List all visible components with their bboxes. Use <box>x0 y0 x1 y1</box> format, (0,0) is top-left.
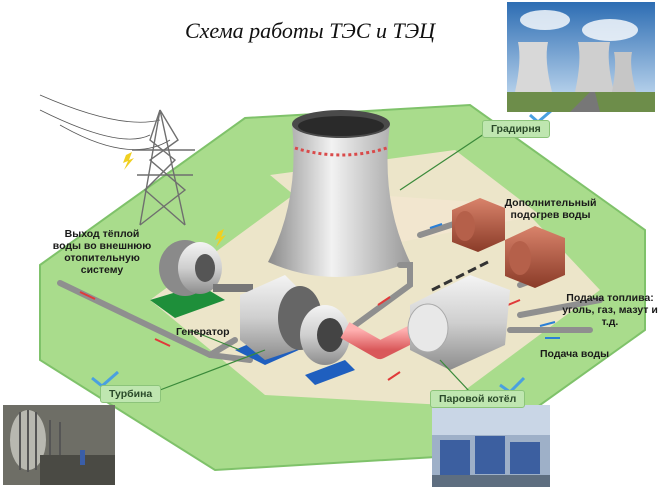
generator <box>150 240 253 318</box>
cooling-tower-tag: Градирня <box>482 120 550 138</box>
water-supply-label: Подача воды <box>540 348 610 360</box>
photo-turbine <box>3 405 115 485</box>
fuel-supply-label: Подача топлива: уголь, газ, мазут и т.д. <box>562 292 658 328</box>
photo-boilers <box>432 405 550 487</box>
boiler-tag: Паровой котёл <box>430 390 526 408</box>
flow-arrows <box>79 223 560 381</box>
water-heaters <box>452 198 565 288</box>
heat-output-label: Выход тёплой воды во внешнюю отопительну… <box>52 228 152 276</box>
transmission-tower <box>132 109 195 226</box>
generator-label: Генератор <box>176 326 230 338</box>
turbine-tag: Турбина <box>100 385 162 403</box>
turbine <box>235 275 355 385</box>
steam-boiler <box>407 260 510 370</box>
power-lines <box>39 94 171 150</box>
lightning-icon <box>123 152 226 247</box>
page-title: Схема работы ТЭС и ТЭЦ <box>184 18 436 43</box>
photo-cooling-towers <box>507 2 655 112</box>
cooling-tower <box>268 110 410 277</box>
extra-heating-label: Дополнительный подогрев воды <box>504 197 597 221</box>
leader-lines <box>159 129 491 393</box>
